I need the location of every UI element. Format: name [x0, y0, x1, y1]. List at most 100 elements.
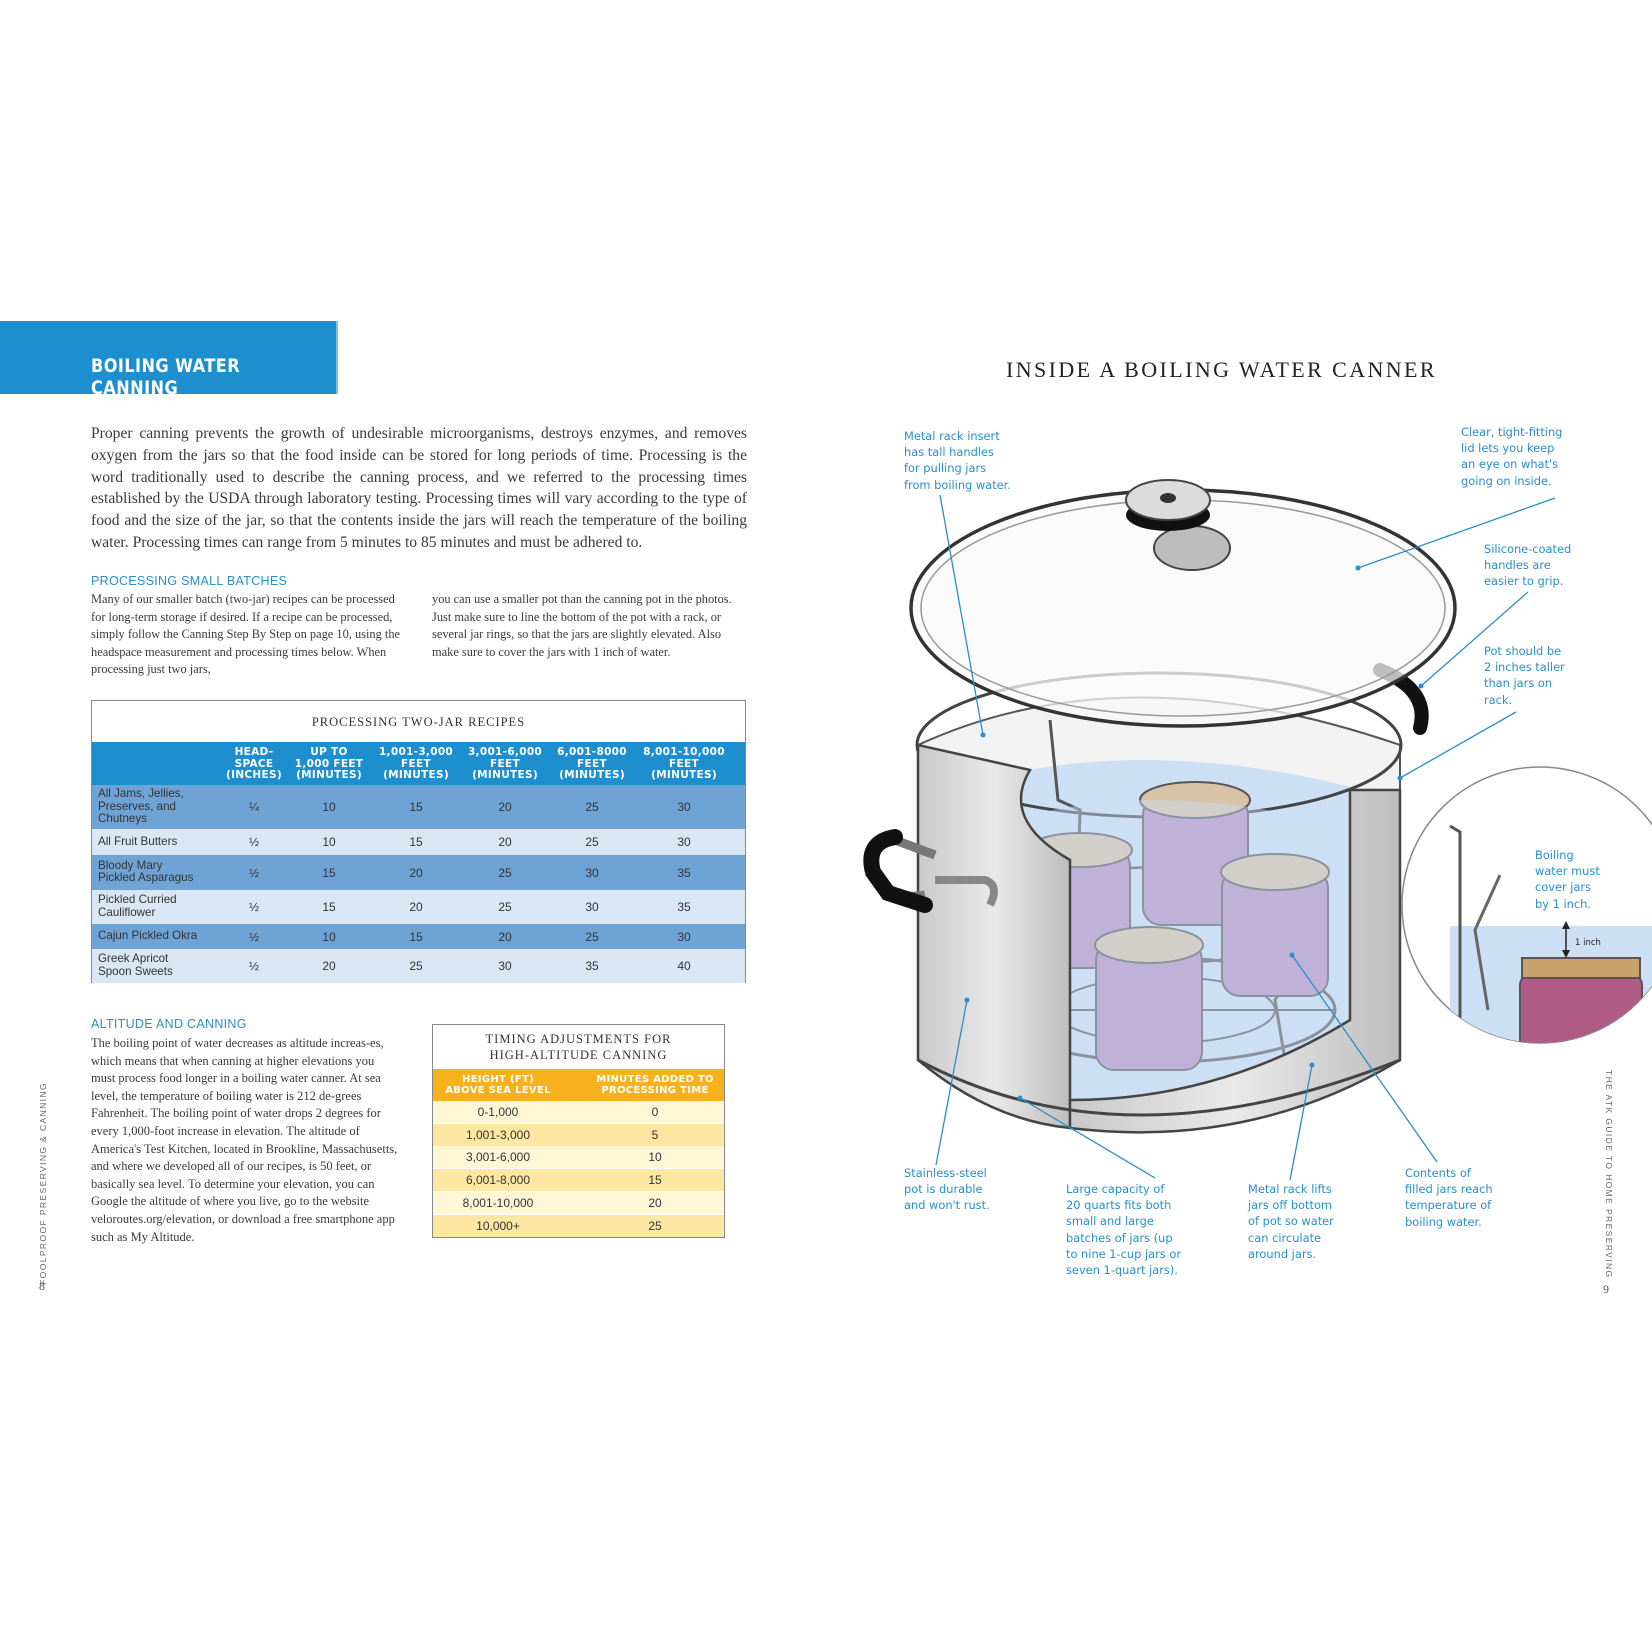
altitude-cell: 3,001-6,000 [465, 1150, 531, 1165]
altitude-header-cell: HEIGHT (FT)ABOVE SEA LEVEL [428, 1074, 568, 1096]
table-cell: ½ [248, 900, 259, 914]
recipe-name-line: Preserves, and [98, 799, 176, 813]
altitude-cell: 25 [648, 1218, 662, 1233]
recipe-name-line: All Jams, Jellies, [98, 787, 184, 801]
recipe-name-line: Greek Apricot [98, 952, 169, 966]
callout-line: than jars on [1484, 676, 1553, 691]
header-line: (MINUTES) [651, 769, 717, 782]
zoom-detail [1401, 766, 1652, 1044]
table-cell: ½ [248, 929, 259, 944]
callout-line: of pot so water [1248, 1214, 1334, 1229]
header-line: (MINUTES) [559, 769, 625, 782]
table-cell: 20 [498, 929, 512, 944]
left-handle [863, 829, 998, 913]
table-cell: 25 [585, 835, 599, 849]
recipe-name-line: Pickled Curried [98, 893, 177, 907]
table-cell: ¼ [248, 800, 259, 814]
callout-line: rack. [1484, 692, 1513, 707]
callout-line: 2 inches taller [1484, 660, 1565, 675]
inch-label: 1 inch [1575, 938, 1601, 948]
callout-line: water must [1535, 864, 1600, 879]
altitude-heading: ALTITUDE AND CANNING [91, 1017, 247, 1031]
table-cell: 35 [585, 959, 599, 973]
boiling-water-canner-illustration: 1 inch [863, 479, 1652, 1181]
recipe-name-line: All Fruit Butters [98, 834, 178, 848]
header-line: 1,001-3,000 [378, 746, 454, 758]
small-batches-text-col1: Many of our smaller batch (two-jar) reci… [91, 592, 401, 677]
table-cell: 25 [498, 865, 512, 880]
table-cell: ½ [248, 865, 259, 880]
callout-line: 20 quarts fits both [1066, 1198, 1172, 1213]
altitude-row: 0-1,000 0 [433, 1101, 724, 1123]
header-line: SPACE [234, 757, 274, 770]
altitude-cell: 6,001-8,000 [465, 1173, 531, 1188]
header-line: (MINUTES) [296, 769, 362, 782]
callout-line: around jars. [1248, 1246, 1317, 1261]
altitude-table-title-line: TIMING ADJUSTMENTS FOR [485, 1032, 672, 1046]
table-cell: 25 [585, 929, 599, 944]
table-cell: 30 [585, 900, 599, 914]
altitude-row: 10,000+25 [433, 1214, 724, 1237]
table-cell: 15 [322, 865, 336, 880]
table-cell: 30 [677, 800, 691, 814]
callout-line: Stainless-steel [904, 1166, 987, 1180]
callout-line: from boiling water. [904, 477, 1011, 492]
header-line: (INCHES) [226, 769, 282, 782]
running-head-left: FOOLPROOF PRESERVING & CANNING [38, 1082, 48, 1285]
recipe-name-line: Spoon Sweets [98, 964, 173, 978]
callout-line: temperature of [1405, 1198, 1492, 1213]
callout-line: Silicone-coated [1484, 542, 1572, 556]
table-cell: 15 [322, 900, 336, 914]
table-cell: 25 [585, 800, 599, 814]
callout-line: filled jars reach [1405, 1182, 1493, 1197]
small-batches-heading: PROCESSING SMALL BATCHES [91, 574, 288, 588]
recipe-name-line: Cajun Pickled Okra [98, 929, 198, 943]
callout-line: pot is durable [904, 1182, 983, 1197]
table-cell: 15 [409, 929, 423, 944]
recipe-name: Cajun Pickled Okra [98, 930, 197, 943]
callout-line: lid lets you keep [1461, 441, 1555, 456]
header-line: FEET [490, 757, 520, 770]
callout-line: seven 1-quart jars). [1066, 1263, 1178, 1278]
callout-line: an eye on what's [1461, 457, 1559, 472]
table-header-cell: HEAD-SPACE(INCHES) [209, 746, 299, 782]
callout-line: Metal rack lifts [1248, 1182, 1332, 1196]
header-line: MINUTES ADDED TO [596, 1074, 714, 1085]
running-head-right: THE ATK GUIDE TO HOME PRESERVING [1604, 1070, 1614, 1279]
altitude-cell: 0 [651, 1105, 659, 1119]
altitude-cell: 0-1,000 [477, 1105, 519, 1119]
callout-line: Large capacity of [1066, 1182, 1165, 1196]
callout-line: Pot should be [1484, 644, 1562, 658]
callout-line: cover jars [1535, 880, 1592, 895]
callout-leaders [935, 494, 1556, 1181]
table-cell: ½ [248, 835, 259, 849]
header-line: 6,001-8000 [557, 746, 627, 758]
intro-paragraph: Proper canning prevents the growth of un… [91, 425, 747, 551]
section-banner: BOILING WATER CANNING [0, 321, 338, 399]
recipe-name: All Fruit Butters [98, 834, 178, 849]
header-line: 1,000 FEET [294, 757, 364, 770]
lid [909, 479, 1457, 728]
two-jar-table: PROCESSING TWO-JAR RECIPES HEAD-SPACE(IN… [91, 700, 746, 983]
callout-line: Metal rack insert [904, 429, 1000, 443]
table-cell: 35 [677, 865, 691, 880]
